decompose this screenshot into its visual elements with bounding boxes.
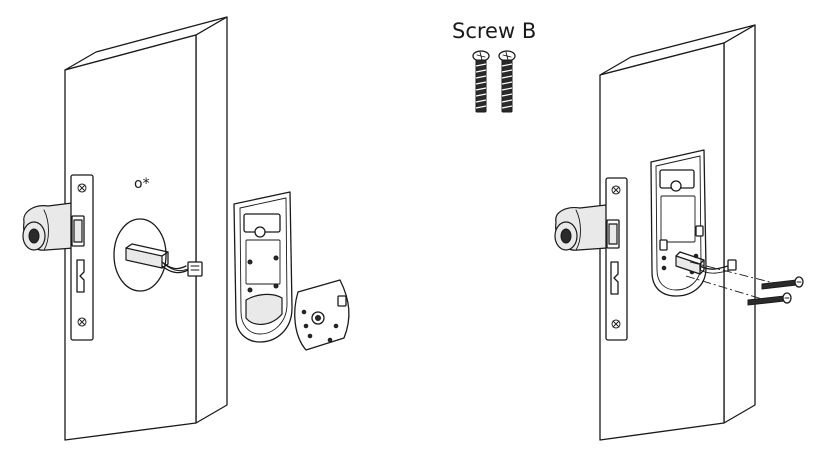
- right-inner-handle: [554, 204, 608, 251]
- right-screw-upper: [761, 276, 804, 290]
- left-faceplate: [70, 174, 94, 341]
- right-backplate: [650, 149, 737, 297]
- left-mounting-plate: [294, 279, 350, 351]
- left-inner-handle: [22, 202, 75, 251]
- left-door-bore: [113, 218, 203, 292]
- left-backplate: [233, 191, 293, 343]
- screw-b-label: Screw B: [452, 19, 536, 43]
- mark-label: o*: [134, 176, 150, 192]
- screw-b-2: [498, 50, 516, 113]
- right-screw-lower: [747, 292, 792, 306]
- screw-b-1: [472, 50, 490, 113]
- alignment-guides: [685, 261, 787, 303]
- right-faceplate: [605, 177, 628, 341]
